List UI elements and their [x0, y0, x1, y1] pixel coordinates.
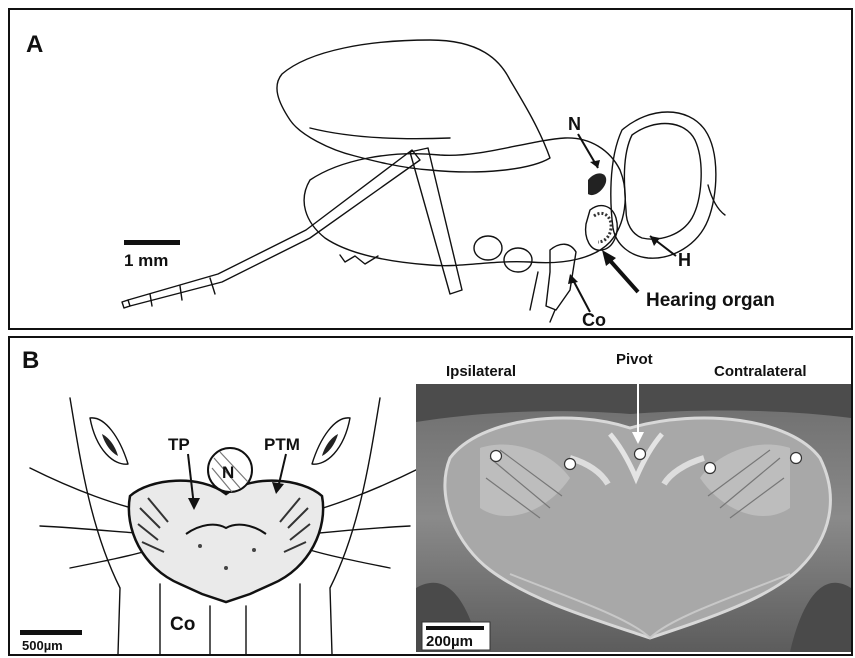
label-tp: TP — [168, 435, 190, 454]
label-ipsilateral: Ipsilateral — [446, 363, 516, 380]
label-ptm: PTM — [264, 435, 300, 454]
panel-b-figure: B — [10, 338, 851, 654]
ipsilateral-point — [491, 451, 502, 462]
coxa-knob-2 — [504, 248, 532, 272]
scale-label-500: 500µm — [22, 638, 63, 653]
sem-micrograph — [416, 384, 851, 652]
label-co-a: Co — [582, 310, 606, 328]
prosternum-drawing — [20, 398, 420, 654]
tympanal-membrane — [129, 481, 323, 602]
panel-b-letter: B — [22, 347, 39, 374]
label-co-b: Co — [170, 614, 195, 635]
panel-a: A 1 mm N H Hearing organ Co — [8, 8, 853, 330]
label-hearing-organ: Hearing organ — [646, 290, 775, 311]
fly-thorax-outline — [304, 138, 625, 266]
label-n-a: N — [568, 114, 581, 134]
scale-bar-a — [124, 240, 180, 245]
contralateral-point — [791, 453, 802, 464]
scale-label-a: 1 mm — [124, 251, 168, 270]
label-pivot: Pivot — [616, 351, 653, 368]
scale-bar-200 — [426, 626, 484, 630]
label-contralateral: Contralateral — [714, 363, 807, 380]
fly-body-drawing: A 1 mm N H Hearing organ Co — [10, 10, 851, 328]
panel-a-letter: A — [26, 31, 43, 58]
pivot-point — [635, 449, 646, 460]
label-h: H — [678, 250, 691, 270]
label-n-b: N — [222, 463, 234, 482]
coxa-knob-1 — [474, 236, 502, 260]
panel-b: B — [8, 336, 853, 656]
scale-label-200: 200µm — [426, 633, 473, 650]
hind-leg — [128, 150, 420, 306]
scale-bar-500 — [20, 630, 82, 635]
n-organ-shape — [588, 173, 606, 195]
